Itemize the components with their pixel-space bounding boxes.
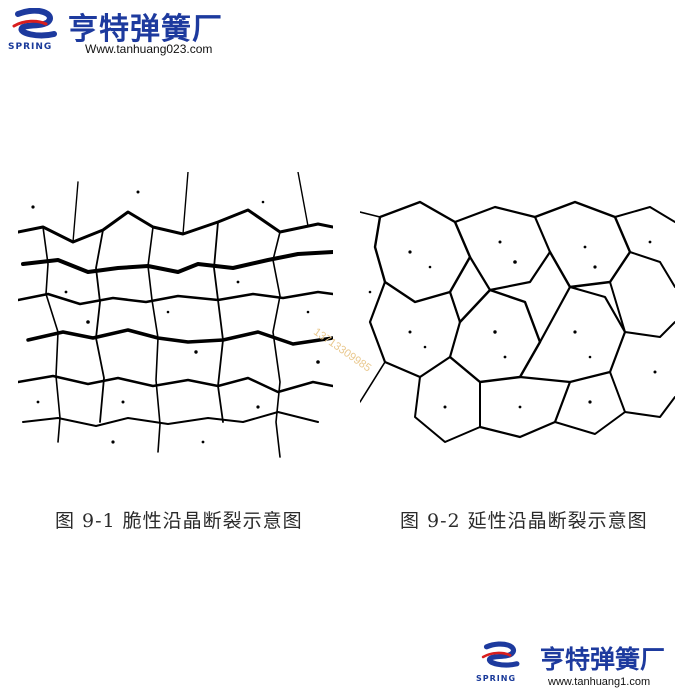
- footer-brand-url[interactable]: www.tanhuang1.com: [548, 676, 651, 688]
- brand-name: 亨特弹簧厂: [68, 12, 223, 47]
- ductile-fracture-micrograph: [360, 200, 675, 443]
- footer-spring-logo-icon: [481, 641, 520, 668]
- spring-logo-icon: [12, 8, 57, 39]
- figure-9-1-caption: 图 9-1 脆性沿晶断裂示意图: [55, 510, 303, 532]
- logo-spring-label: SPRING: [8, 42, 53, 52]
- brand-url[interactable]: Www.tanhuang023.com: [85, 42, 213, 56]
- figure-9-2-caption: 图 9-2 延性沿晶断裂示意图: [400, 510, 648, 532]
- brittle-fracture-micrograph: [18, 172, 333, 458]
- footer-logo-spring-label: SPRING: [476, 674, 517, 683]
- footer-brand-name: 亨特弹簧厂: [540, 645, 666, 674]
